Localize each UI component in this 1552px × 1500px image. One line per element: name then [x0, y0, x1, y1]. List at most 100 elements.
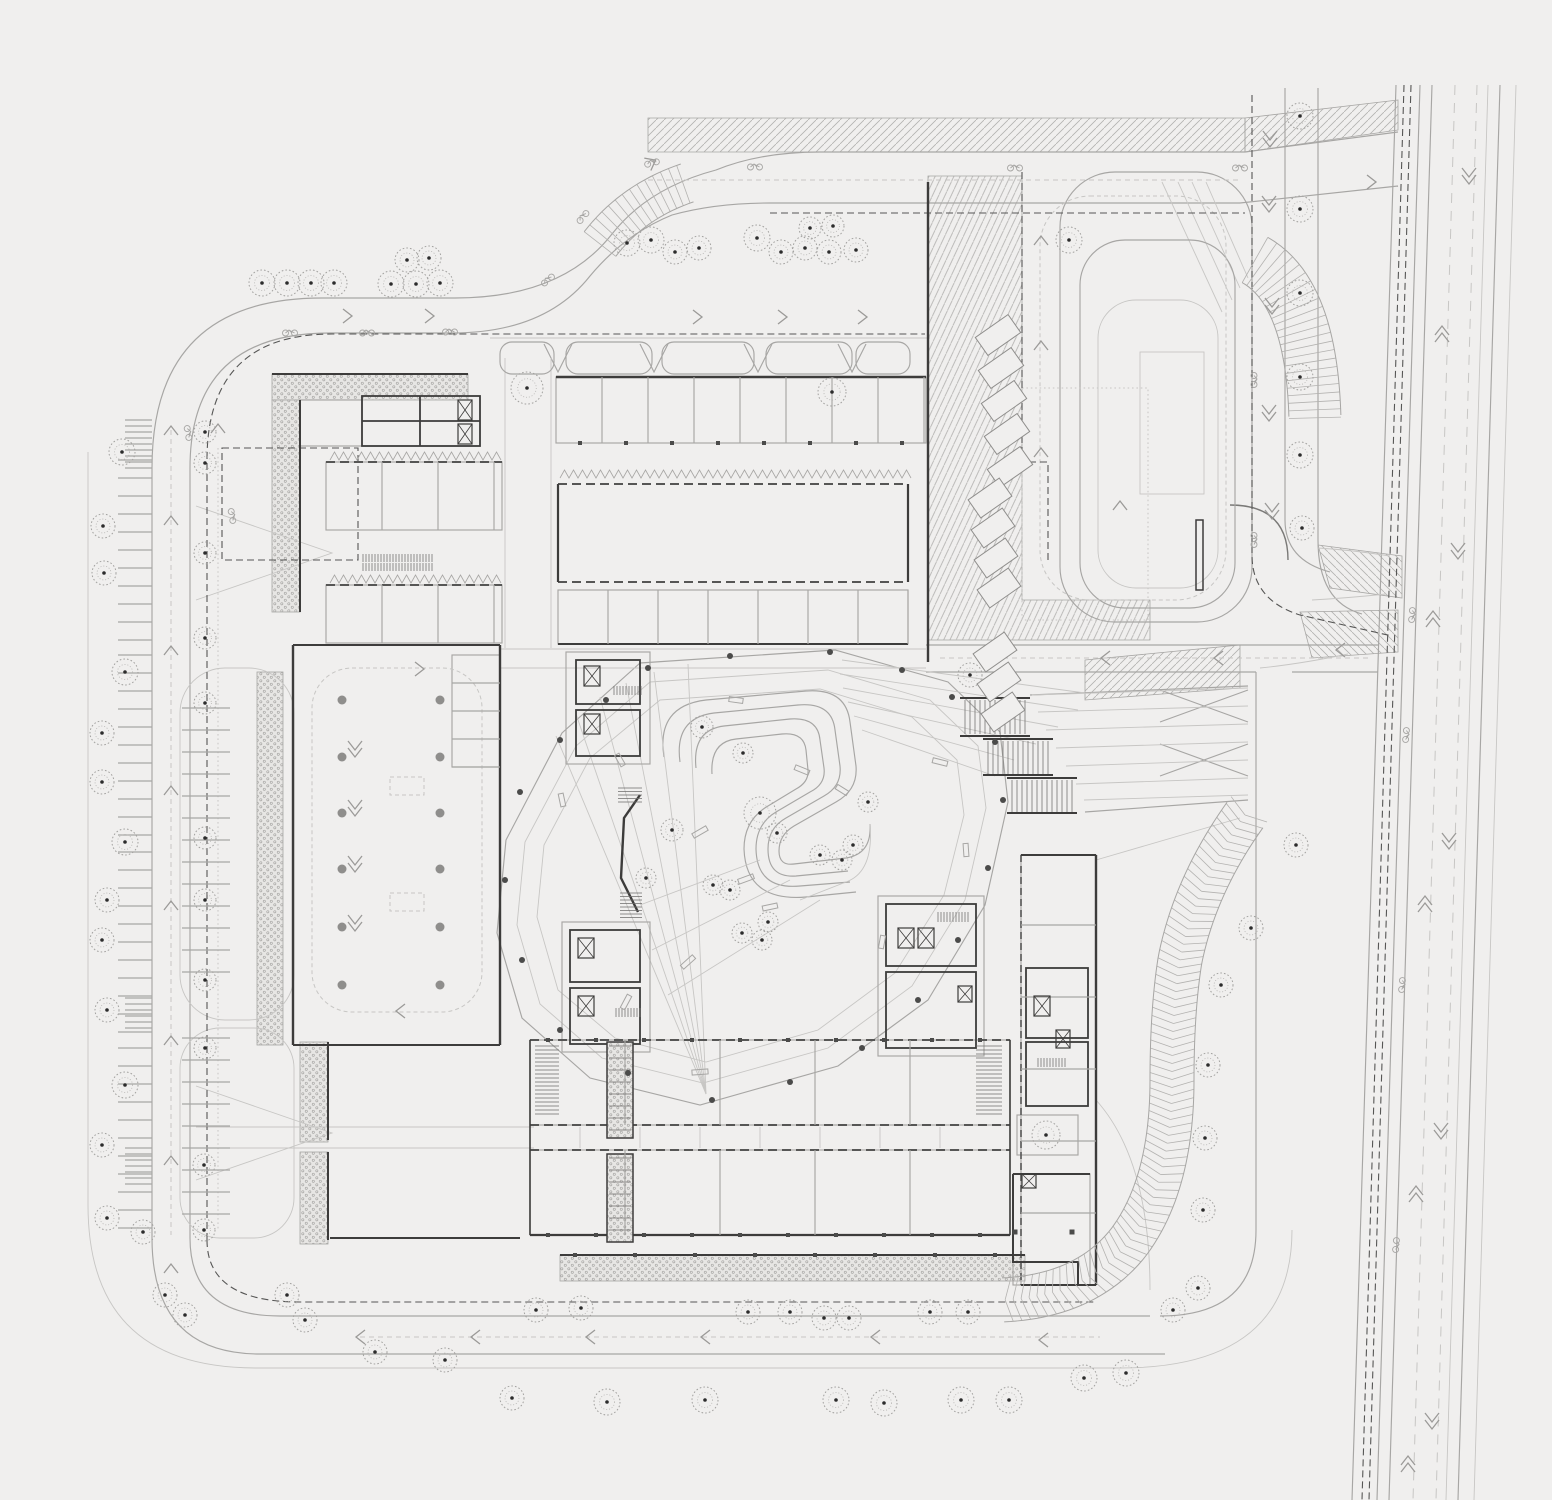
tree-symbol [811, 1305, 837, 1331]
tree-symbol [766, 822, 788, 844]
trees-layer [89, 102, 1315, 1417]
tree-symbol [292, 1307, 318, 1333]
direction-arrow [163, 1034, 179, 1046]
tree-symbol [362, 1339, 388, 1365]
tree-symbol [94, 997, 120, 1023]
tree-symbol [743, 796, 777, 830]
tree-symbol [89, 927, 115, 953]
direction-arrow [1424, 1412, 1440, 1431]
bicycle-icon [282, 329, 298, 337]
tree-symbol [1031, 1120, 1061, 1150]
tree-symbol [432, 1347, 458, 1373]
tree-symbol [732, 742, 754, 764]
direction-arrow [1433, 1122, 1449, 1141]
tree-symbol [702, 874, 724, 896]
tree-symbol [842, 834, 864, 856]
direction-arrow [1334, 642, 1346, 658]
tree-symbol [1286, 279, 1314, 307]
rungs-layer [118, 377, 1096, 1235]
tree-symbol [947, 1386, 975, 1414]
direction-arrow [869, 1329, 881, 1345]
bicycle-icon [1408, 607, 1416, 623]
bicycle-icon [1402, 727, 1410, 743]
direction-arrow [1461, 167, 1477, 186]
tree-symbol [751, 929, 773, 951]
tree-symbol [1238, 915, 1264, 941]
tree-symbol [995, 1386, 1023, 1414]
bicycle-icon [227, 508, 237, 524]
direction-arrow [1264, 502, 1280, 521]
tree-symbol [836, 1305, 862, 1331]
direction-arrow [1425, 609, 1441, 628]
bicycle-icon [1007, 164, 1023, 172]
tree-symbol [662, 239, 688, 265]
direction-arrow [1434, 324, 1450, 343]
bicycle-icon [442, 328, 458, 336]
direction-arrow [163, 644, 179, 656]
tree-symbol [111, 828, 139, 856]
direction-arrow [354, 1329, 366, 1345]
direction-arrow [644, 157, 657, 171]
direction-arrow [1262, 130, 1278, 149]
direction-arrow [1264, 297, 1280, 316]
tree-symbol [91, 560, 117, 586]
tree-symbol [768, 239, 794, 265]
walkway-hatch-layer [583, 163, 1342, 1323]
direction-arrow [347, 740, 363, 759]
tree-symbol [777, 1299, 803, 1325]
direction-arrow [394, 1003, 406, 1019]
direction-arrow [1441, 832, 1457, 851]
direction-arrow [1033, 234, 1049, 246]
planter-stacks-layer [967, 313, 1034, 733]
direction-arrow [469, 1329, 481, 1345]
tree-symbol [94, 887, 120, 913]
tree-symbol [273, 269, 301, 297]
direction-arrow [210, 422, 226, 434]
tree-symbol [870, 1389, 898, 1417]
columns-layer [337, 441, 1075, 1257]
tree-symbol [1192, 1125, 1218, 1151]
tree-symbol [957, 662, 983, 688]
direction-arrow [857, 309, 869, 325]
tree-symbol [635, 867, 657, 889]
tree-symbol [89, 1132, 115, 1158]
tree-symbol [735, 1299, 761, 1325]
direction-arrow [347, 855, 363, 874]
tree-symbol [274, 1282, 300, 1308]
elevator-boxes-layer [457, 399, 1071, 1189]
bicycle-icon [359, 329, 375, 337]
direction-arrow [1366, 174, 1378, 190]
tree-symbol [831, 849, 853, 871]
tree-symbol [637, 226, 665, 254]
planting-strips-layer [256, 373, 1026, 1282]
tree-symbol [523, 1297, 549, 1323]
direction-arrow [163, 899, 179, 911]
tree-symbol [94, 1205, 120, 1231]
tree-symbol [1160, 1297, 1186, 1323]
tree-symbol [377, 270, 405, 298]
tree-symbol [320, 269, 348, 297]
tree-symbol [817, 377, 847, 407]
tree-symbol [822, 1386, 850, 1414]
direction-arrow [414, 661, 426, 677]
tree-symbol [89, 720, 115, 746]
direction-arrow [777, 309, 789, 325]
tree-symbol [394, 247, 420, 273]
tree-symbol [1286, 195, 1314, 223]
bicycle-icon [1250, 372, 1258, 388]
tree-symbol [90, 513, 116, 539]
tree-symbol [1286, 441, 1314, 469]
bicycle-icon [541, 273, 555, 287]
tree-symbol [1208, 972, 1234, 998]
bicycle-icon [1232, 164, 1248, 172]
tree-symbol [297, 269, 325, 297]
tree-symbol [1112, 1359, 1140, 1387]
direction-arrow [1450, 542, 1466, 561]
tree-symbol [917, 1299, 943, 1325]
direction-arrow [1408, 1184, 1424, 1203]
tree-symbol [1289, 515, 1315, 541]
sawtooth-layer [329, 451, 912, 584]
tree-symbol [426, 269, 454, 297]
